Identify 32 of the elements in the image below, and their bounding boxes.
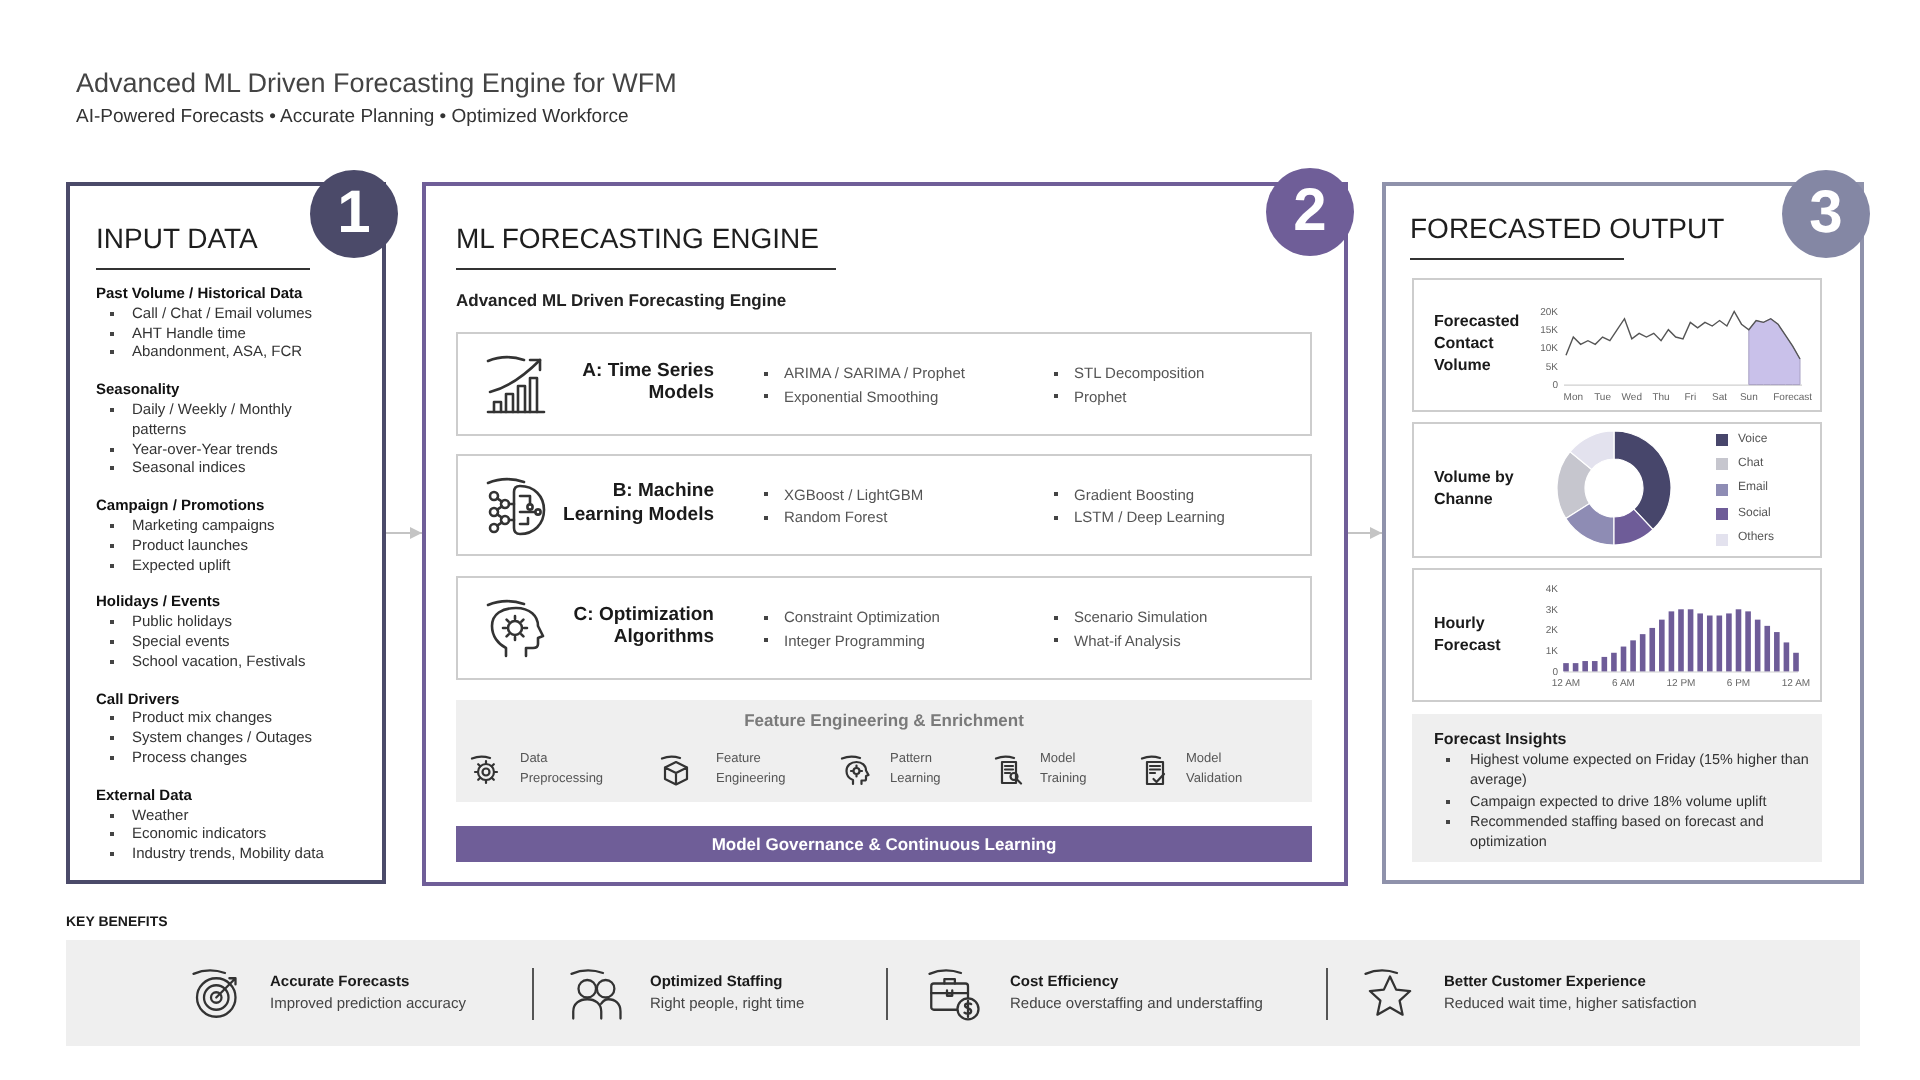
section-heading: Feature Engineering & Enrichment: [744, 710, 1024, 732]
panel-title: ML FORECASTING ENGINE: [456, 222, 820, 254]
arrow: [1347, 527, 1383, 539]
model-card: [456, 454, 1312, 556]
diagram-title: Advanced ML Driven Forecasting Engine for WFM: [76, 68, 677, 100]
chart-card: [1412, 568, 1822, 702]
chart-title: Hourly Forecast: [1434, 611, 1503, 655]
chart-card: [1412, 278, 1822, 412]
governance-banner: Model Governance & Continuous Learning: [456, 826, 1312, 862]
step-number: 2: [1266, 168, 1354, 256]
engine-panel: [422, 182, 1348, 886]
chart-card: [1412, 422, 1822, 558]
step-number: 3: [1782, 170, 1870, 258]
model-title: C: Optimization Algorithms: [571, 603, 714, 649]
model-card: [456, 576, 1312, 680]
arrow: [385, 527, 423, 539]
insights-panel: [1412, 714, 1822, 862]
model-card: [456, 332, 1312, 436]
panel-subtitle: Advanced ML Driven Forecasting Engine: [456, 290, 787, 310]
panel-title: INPUT DATA: [96, 222, 258, 254]
output-panel: [1382, 182, 1864, 884]
subtitle: AI-Powered Forecasts • Accurate Planning • Optimized Workforce: [76, 106, 629, 130]
model-title: A: Time Series Models: [580, 359, 714, 405]
chart-title: Forecasted Contact Volume: [1434, 310, 1522, 376]
feature-panel: [456, 700, 1312, 802]
input-panel: [66, 182, 386, 884]
step-number: 1: [310, 170, 398, 258]
section-heading: Forecast Insights: [1434, 730, 1567, 750]
panel-title: FORECASTED OUTPUT: [1410, 212, 1725, 244]
model-title: B: Machine Learning Models: [561, 480, 714, 526]
chart-title: Volume by Channe: [1434, 466, 1516, 510]
benefits-panel: [66, 910, 1860, 1046]
